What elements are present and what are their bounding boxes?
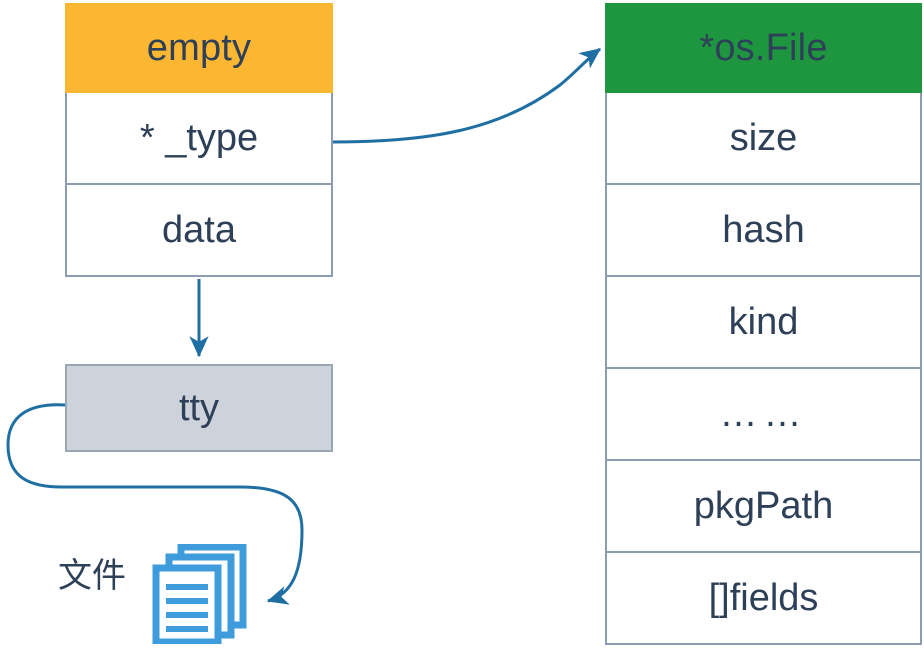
osfile-struct-row-size: size (605, 93, 922, 185)
file-stack-icon-svg (152, 543, 247, 646)
file-stack-icon (150, 543, 266, 646)
osfile-struct-row-ellipsis: …… (605, 369, 922, 461)
tty-box: tty (65, 364, 333, 452)
type-to-osfile-arrow (332, 47, 601, 144)
osfile-struct-row-hash: hash (605, 185, 922, 277)
empty-struct-header: empty (65, 3, 333, 93)
osfile-struct-row-kind: kind (605, 277, 922, 369)
osfile-struct-row-fields: []fields (605, 553, 922, 645)
file-text-label: 文件 (58, 557, 126, 595)
osfile-struct-box: *os.File size hash kind …… pkgPath []fie… (605, 3, 922, 645)
empty-struct-row-data: data (65, 185, 333, 277)
empty-struct-row-type: * _type (65, 93, 333, 185)
osfile-struct-header: *os.File (605, 3, 922, 93)
tty-box-label: tty (178, 386, 220, 429)
osfile-struct-row-pkgpath: pkgPath (605, 461, 922, 553)
empty-struct-box: empty * _type data (65, 3, 333, 277)
